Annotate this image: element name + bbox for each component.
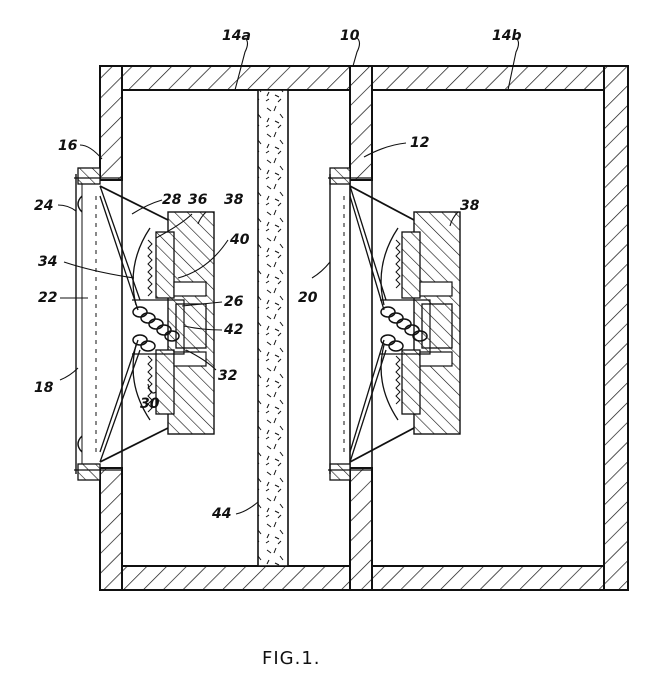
label-30: 30 [140,396,160,412]
label-14b: 14b [492,28,522,44]
figure-caption: FIG.1. [262,648,321,669]
label-14a: 14a [222,28,251,44]
label-28: 28 [162,192,182,208]
driver-20 [328,167,461,481]
label-22: 22 [38,290,57,306]
label-44: 44 [211,506,231,522]
label-38-left: 38 [224,192,244,208]
label-38-right: 38 [460,198,480,214]
label-42: 42 [223,322,243,338]
label-32: 32 [218,368,237,384]
label-36: 36 [188,192,208,208]
label-12: 12 [410,135,429,151]
label-16: 16 [58,138,78,154]
label-34: 34 [38,254,57,270]
label-20: 20 [298,290,318,306]
reference-labels: 10 14a 14b 16 12 24 28 36 38 40 34 26 22… [34,28,522,522]
label-24: 24 [34,198,53,214]
damping-panel-44 [257,89,289,567]
label-26: 26 [224,294,244,310]
driver-18 [74,167,215,481]
label-40: 40 [229,232,250,248]
label-10: 10 [340,28,360,44]
label-18: 18 [34,380,54,396]
enclosure-10 [99,65,629,591]
leader-lines [57,37,520,515]
